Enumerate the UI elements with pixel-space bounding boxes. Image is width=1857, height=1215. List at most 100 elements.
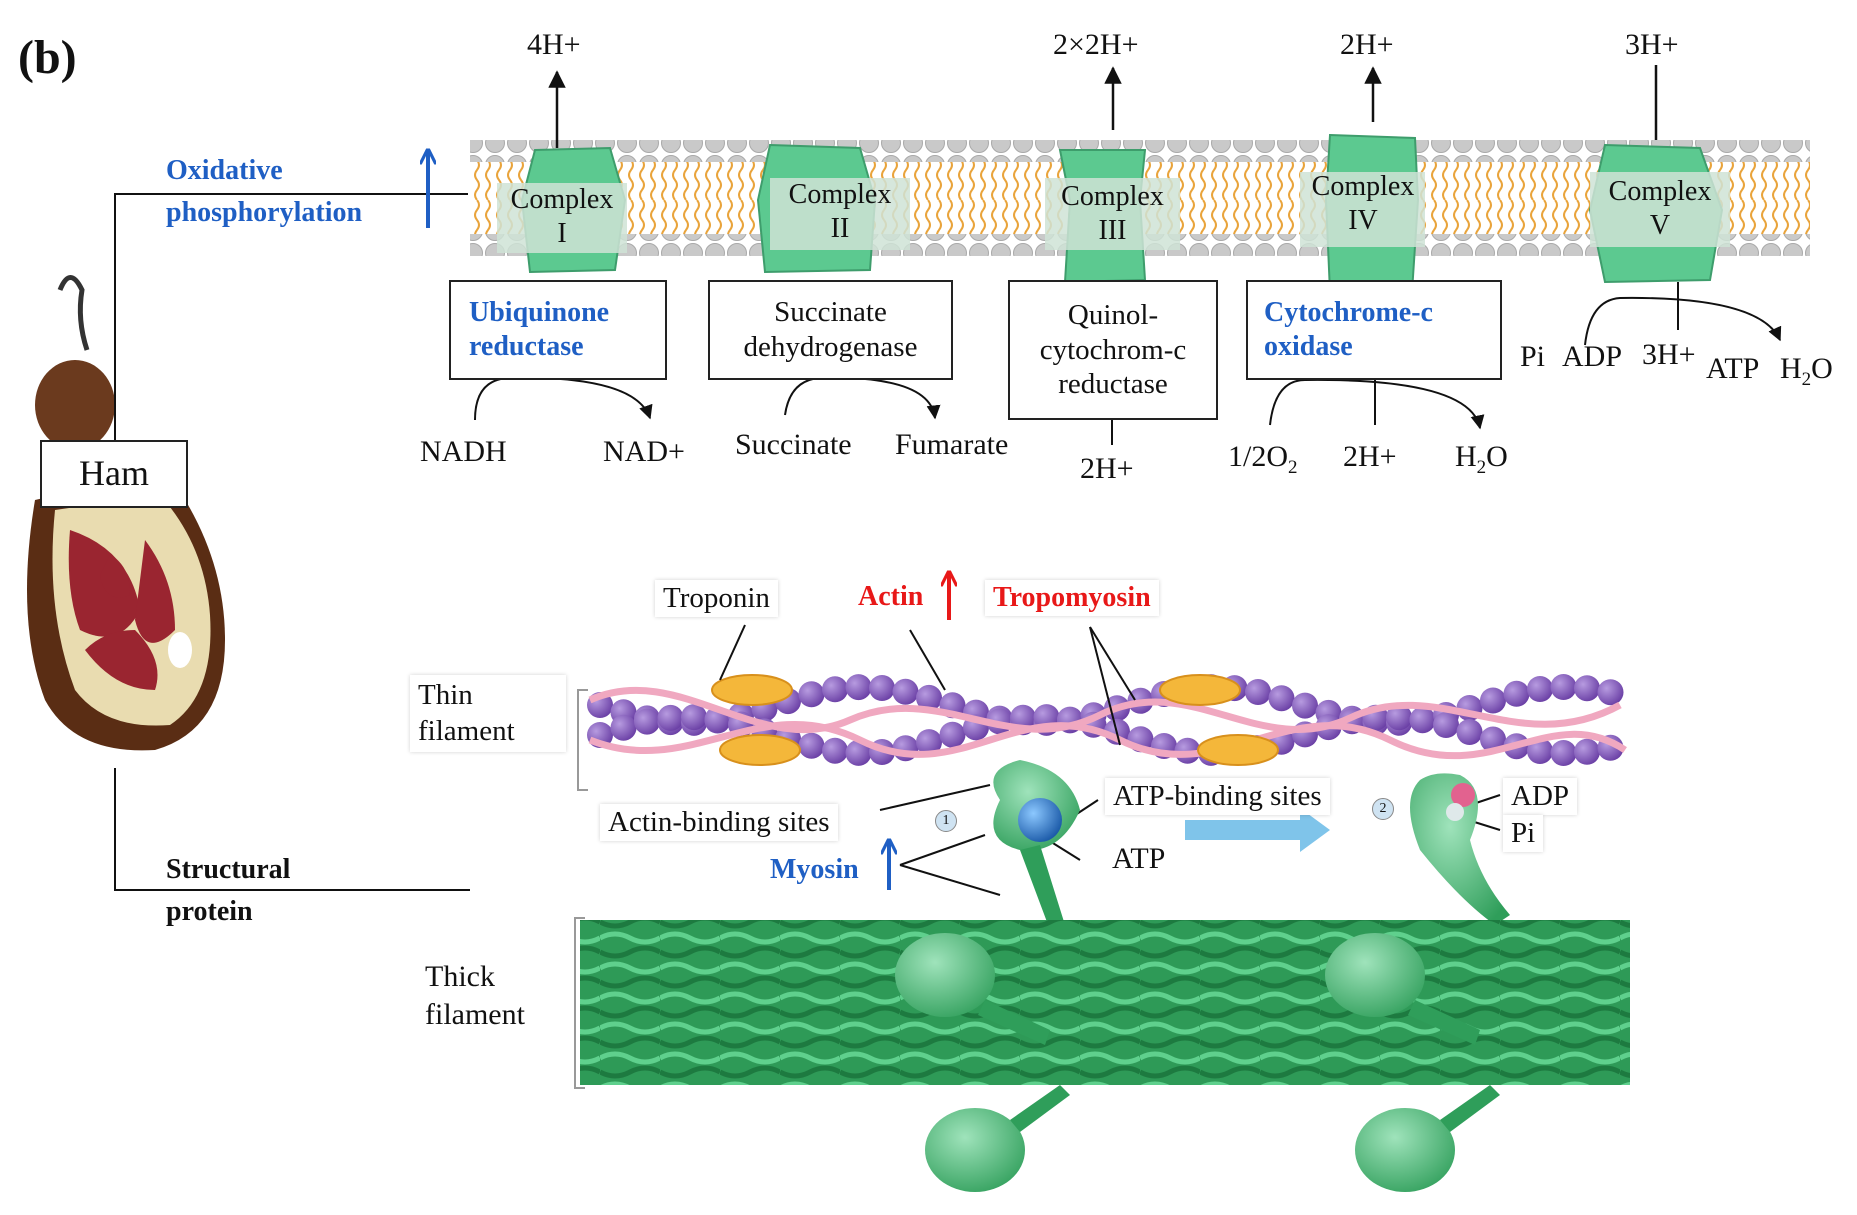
proton-arrows-top <box>548 65 1658 148</box>
enzyme-2-line1: Succinate <box>774 296 887 329</box>
actin-bead <box>939 721 966 748</box>
branch-structural-line1: Structural <box>166 854 291 885</box>
actin-bead <box>845 674 872 701</box>
enzyme-4-line2: oxidase <box>1264 331 1353 362</box>
actin-bead <box>1480 687 1506 714</box>
complex-4-label: Complex IV <box>1298 170 1428 237</box>
actin-bead <box>869 675 895 701</box>
proton-c1: 4H+ <box>527 28 581 61</box>
tree-connectors <box>114 193 470 891</box>
step-1-marker: 1 <box>935 810 957 832</box>
complex-5-label: Complex V <box>1590 175 1730 242</box>
label-water-c4: H2O <box>1455 440 1508 478</box>
enzyme-cytochrome-c-oxidase: Cytochrome-c oxidase <box>1246 280 1502 380</box>
complex-2-label: Complex II <box>770 178 910 245</box>
actin-bead <box>657 704 684 731</box>
label-thin-filament: Thin filament <box>410 675 566 752</box>
actin-bead <box>1597 679 1624 706</box>
myosin-head-step1 <box>993 760 1080 930</box>
actin-bead <box>822 737 848 764</box>
complex-2-name: Complex <box>788 179 892 210</box>
callout-atp: ATP <box>1112 842 1166 875</box>
panel-label: (b) <box>18 31 77 84</box>
enzyme-quinol-cytochrome-c-reductase: Quinol- cytochrom-c reductase <box>1008 280 1218 420</box>
actin-bead <box>1456 719 1483 745</box>
actin-bead <box>1550 674 1577 700</box>
proton-c3: 2×2H+ <box>1053 28 1139 61</box>
complex-1-numeral: I <box>557 217 567 249</box>
enzyme-ubiquinone-reductase: Ubiquinone reductase <box>449 280 667 380</box>
actin-bead <box>916 684 942 711</box>
step-2-marker: 2 <box>1372 798 1394 820</box>
label-water-c5: H2O <box>1780 352 1833 390</box>
actin-bead <box>1550 740 1577 766</box>
actin-bead <box>1527 676 1553 702</box>
callout-troponin: Troponin <box>655 580 778 618</box>
complex-3-label: Complex III <box>1045 180 1180 247</box>
actin-bead <box>822 676 848 703</box>
complex-3-name: Complex <box>1061 181 1164 212</box>
enzyme-2-line2: dehydrogenase <box>743 331 918 363</box>
myosin-head-step2 <box>1410 773 1510 925</box>
actin-bead <box>634 708 660 735</box>
label-pi: Pi <box>1520 340 1546 373</box>
thick-filament <box>574 917 1630 1192</box>
enzyme-3-line3: reductase <box>1058 368 1168 401</box>
actin-bead <box>892 678 919 705</box>
label-c5-proton: 3H+ <box>1642 338 1696 371</box>
actin-bead <box>916 729 942 756</box>
callout-actin-binding-sites: Actin-binding sites <box>600 804 838 842</box>
complex-2-numeral: II <box>830 212 850 244</box>
label-nad: NAD+ <box>603 435 685 468</box>
complex-3-numeral: III <box>1098 214 1127 246</box>
complex-4-numeral: IV <box>1348 204 1378 236</box>
complex-5-name: Complex <box>1608 176 1712 207</box>
label-adp: ADP <box>1562 340 1623 373</box>
label-fumarate: Fumarate <box>895 428 1009 461</box>
branch-oxidative-line1: Oxidative <box>166 155 283 186</box>
enzyme-4-line1: Cytochrome-c <box>1264 297 1433 329</box>
complex-1-name: Complex <box>510 184 614 215</box>
label-nadh: NADH <box>420 435 507 468</box>
sample-label: Ham <box>40 440 188 508</box>
complex-4-name: Complex <box>1311 171 1415 202</box>
proton-c4: 2H+ <box>1340 28 1394 61</box>
label-succinate: Succinate <box>735 428 852 461</box>
actin-bead <box>681 704 707 731</box>
actin-bead <box>1527 738 1553 764</box>
actin-bead <box>1268 685 1295 712</box>
proton-c5: 3H+ <box>1625 28 1679 61</box>
actin-bead <box>1574 738 1600 765</box>
callout-adp: ADP <box>1503 778 1578 816</box>
label-c4-proton: 2H+ <box>1343 440 1397 473</box>
actin-bead <box>845 739 872 766</box>
callout-atp-binding-sites: ATP-binding sites <box>1105 778 1330 816</box>
actin-bead <box>1409 706 1436 733</box>
callout-tropomyosin: Tropomyosin <box>985 580 1159 617</box>
ham-illustration <box>27 275 225 751</box>
callout-pi: Pi <box>1503 815 1544 853</box>
callout-pointers <box>719 624 1501 896</box>
label-c3-proton: 2H+ <box>1080 452 1134 485</box>
label-thick-filament: Thick filament <box>425 960 525 1031</box>
enzyme-1-line2: reductase <box>469 331 584 362</box>
actin-bead <box>1503 680 1530 707</box>
thin-filament <box>577 674 1627 791</box>
complex-5-numeral: V <box>1649 209 1671 241</box>
branch-structural-line2: protein <box>166 896 253 927</box>
enzyme-succinate-dehydrogenase: Succinate dehydrogenase <box>708 280 953 380</box>
label-atp: ATP <box>1706 352 1760 385</box>
actin-bead <box>610 714 637 741</box>
actin-bead <box>1292 692 1318 719</box>
actin-bead <box>1386 704 1412 731</box>
complex-1-label: Complex I <box>497 183 627 250</box>
actin-bead <box>1574 675 1600 702</box>
callout-actin: Actin <box>858 581 924 612</box>
actin-bead <box>1245 679 1271 705</box>
actin-bead <box>1433 712 1459 738</box>
enzyme-3-line1: Quinol- <box>1067 298 1159 331</box>
actin-bead <box>798 681 825 708</box>
complex-label-shades <box>497 172 1730 253</box>
step-arrow <box>1185 808 1330 852</box>
